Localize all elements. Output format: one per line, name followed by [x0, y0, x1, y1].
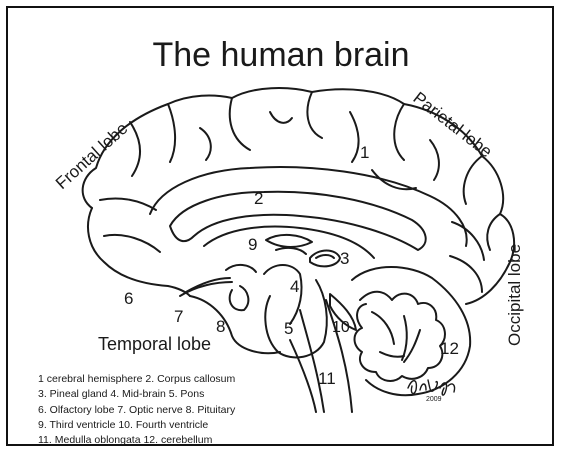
legend-line: 11. Medulla oblongata 12. cerebellum: [38, 433, 235, 448]
label-4: 4: [290, 277, 299, 296]
label-2: 2: [254, 189, 263, 208]
pituitary-gland: [230, 286, 249, 310]
legend: 1 cerebral hemisphere 2. Corpus callosum…: [38, 372, 235, 448]
third-ventricle: [266, 235, 312, 247]
temporal-lobe-label: Temporal lobe: [98, 334, 211, 354]
artist-signature: 2009: [404, 368, 464, 404]
label-8: 8: [216, 317, 225, 336]
label-11: 11: [318, 369, 336, 388]
pineal-gland: [310, 251, 340, 267]
frontal-base-outline: [88, 208, 190, 296]
frontal-lobe-label: Frontal lobe: [52, 119, 131, 193]
label-10: 10: [332, 319, 350, 336]
legend-line: 1 cerebral hemisphere 2. Corpus callosum: [38, 372, 235, 387]
legend-line: 3. Pineal gland 4. Mid-brain 5. Pons: [38, 387, 235, 402]
occipital-lobe-label: Occipital lobe: [505, 244, 524, 346]
signature-year: 2009: [426, 396, 442, 403]
label-1: 1: [360, 143, 369, 162]
label-7: 7: [174, 307, 183, 326]
label-9: 9: [248, 235, 257, 254]
label-5: 5: [284, 319, 293, 338]
optic-nerve: [226, 265, 256, 272]
legend-line: 9. Third ventricle 10. Fourth ventricle: [38, 418, 235, 433]
legend-line: 6. Olfactory lobe 7. Optic nerve 8. Pitu…: [38, 403, 235, 418]
label-3: 3: [340, 249, 349, 268]
corpus-callosum-outline: [170, 192, 426, 250]
parietal-lobe-label: Parietal lobe: [410, 88, 496, 161]
label-6: 6: [124, 289, 133, 308]
label-12: 12: [440, 339, 459, 358]
